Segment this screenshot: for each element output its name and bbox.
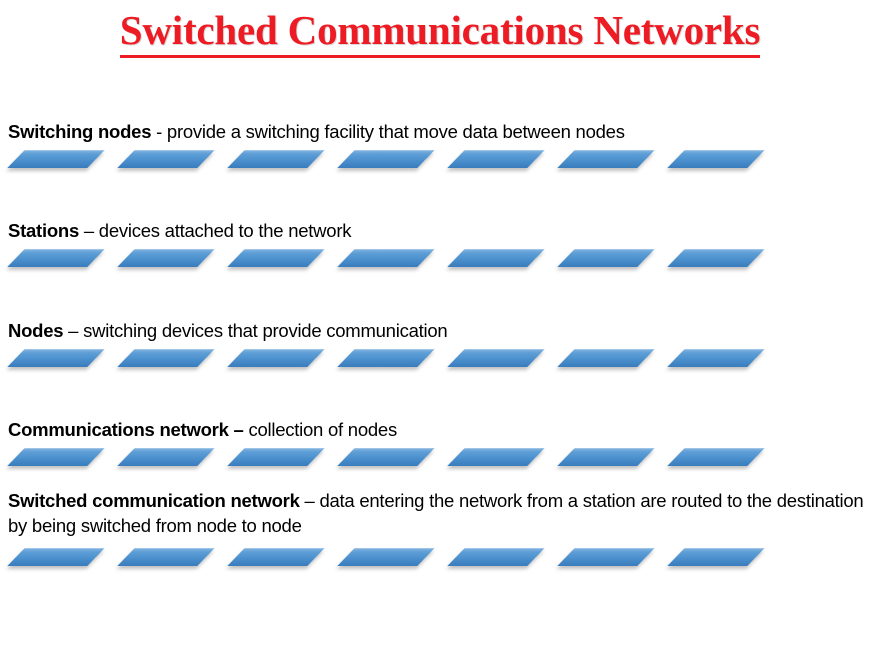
parallelogram-shape (337, 150, 435, 168)
parallelogram-shape (7, 249, 105, 267)
parallelogram-shape (117, 548, 215, 566)
decorative-shape-row-1 (0, 148, 880, 174)
parallelogram-shape (7, 448, 105, 466)
parallelogram-shape (227, 249, 325, 267)
parallelogram-shape (447, 548, 545, 566)
definition-line-communications-network: Communications network – collection of n… (8, 417, 868, 442)
parallelogram-shape (667, 448, 765, 466)
parallelogram-shape (447, 249, 545, 267)
decorative-shape-row-2 (0, 247, 880, 273)
parallelogram-shape (117, 150, 215, 168)
definition-term: Nodes (8, 320, 64, 341)
definition-description: collection of nodes (243, 419, 397, 440)
definition-description: – data entering the network from a stati… (8, 490, 864, 536)
parallelogram-shape (117, 349, 215, 367)
decorative-shape-row-4 (0, 446, 880, 472)
definition-description: – switching devices that provide communi… (63, 320, 448, 341)
parallelogram-shape (227, 448, 325, 466)
decorative-shape-row-3 (0, 347, 880, 373)
definition-term: Communications network – (8, 419, 244, 440)
definition-line-switched-communication-network: Switched communication network – data en… (8, 488, 868, 538)
parallelogram-shape (447, 448, 545, 466)
parallelogram-shape (227, 150, 325, 168)
parallelogram-shape (117, 448, 215, 466)
parallelogram-shape (557, 249, 655, 267)
parallelogram-shape (7, 150, 105, 168)
parallelogram-shape (337, 448, 435, 466)
parallelogram-shape (667, 249, 765, 267)
parallelogram-shape (667, 349, 765, 367)
definition-term: Switched communication network (8, 490, 300, 511)
parallelogram-shape (447, 150, 545, 168)
parallelogram-shape (667, 150, 765, 168)
parallelogram-shape (557, 448, 655, 466)
parallelogram-shape (227, 548, 325, 566)
parallelogram-shape (557, 548, 655, 566)
definition-term: Switching nodes (8, 121, 152, 142)
definition-line-stations: Stations – devices attached to the netwo… (8, 218, 868, 243)
definition-description: - provide a switching facility that move… (151, 121, 625, 142)
parallelogram-shape (337, 349, 435, 367)
parallelogram-shape (557, 349, 655, 367)
page-title: Switched Communications Networks (119, 8, 760, 59)
definition-term: Stations (8, 220, 79, 241)
parallelogram-shape (557, 150, 655, 168)
parallelogram-shape (667, 548, 765, 566)
parallelogram-shape (227, 349, 325, 367)
definition-line-switching-nodes: Switching nodes - provide a switching fa… (8, 119, 868, 144)
parallelogram-shape (337, 548, 435, 566)
parallelogram-shape (447, 349, 545, 367)
parallelogram-shape (117, 249, 215, 267)
decorative-shape-row-5 (0, 546, 880, 572)
parallelogram-shape (7, 349, 105, 367)
title-container: Switched Communications Networks (0, 8, 880, 59)
parallelogram-shape (7, 548, 105, 566)
parallelogram-shape (337, 249, 435, 267)
definition-line-nodes: Nodes – switching devices that provide c… (8, 318, 868, 343)
definition-description: – devices attached to the network (78, 220, 352, 241)
